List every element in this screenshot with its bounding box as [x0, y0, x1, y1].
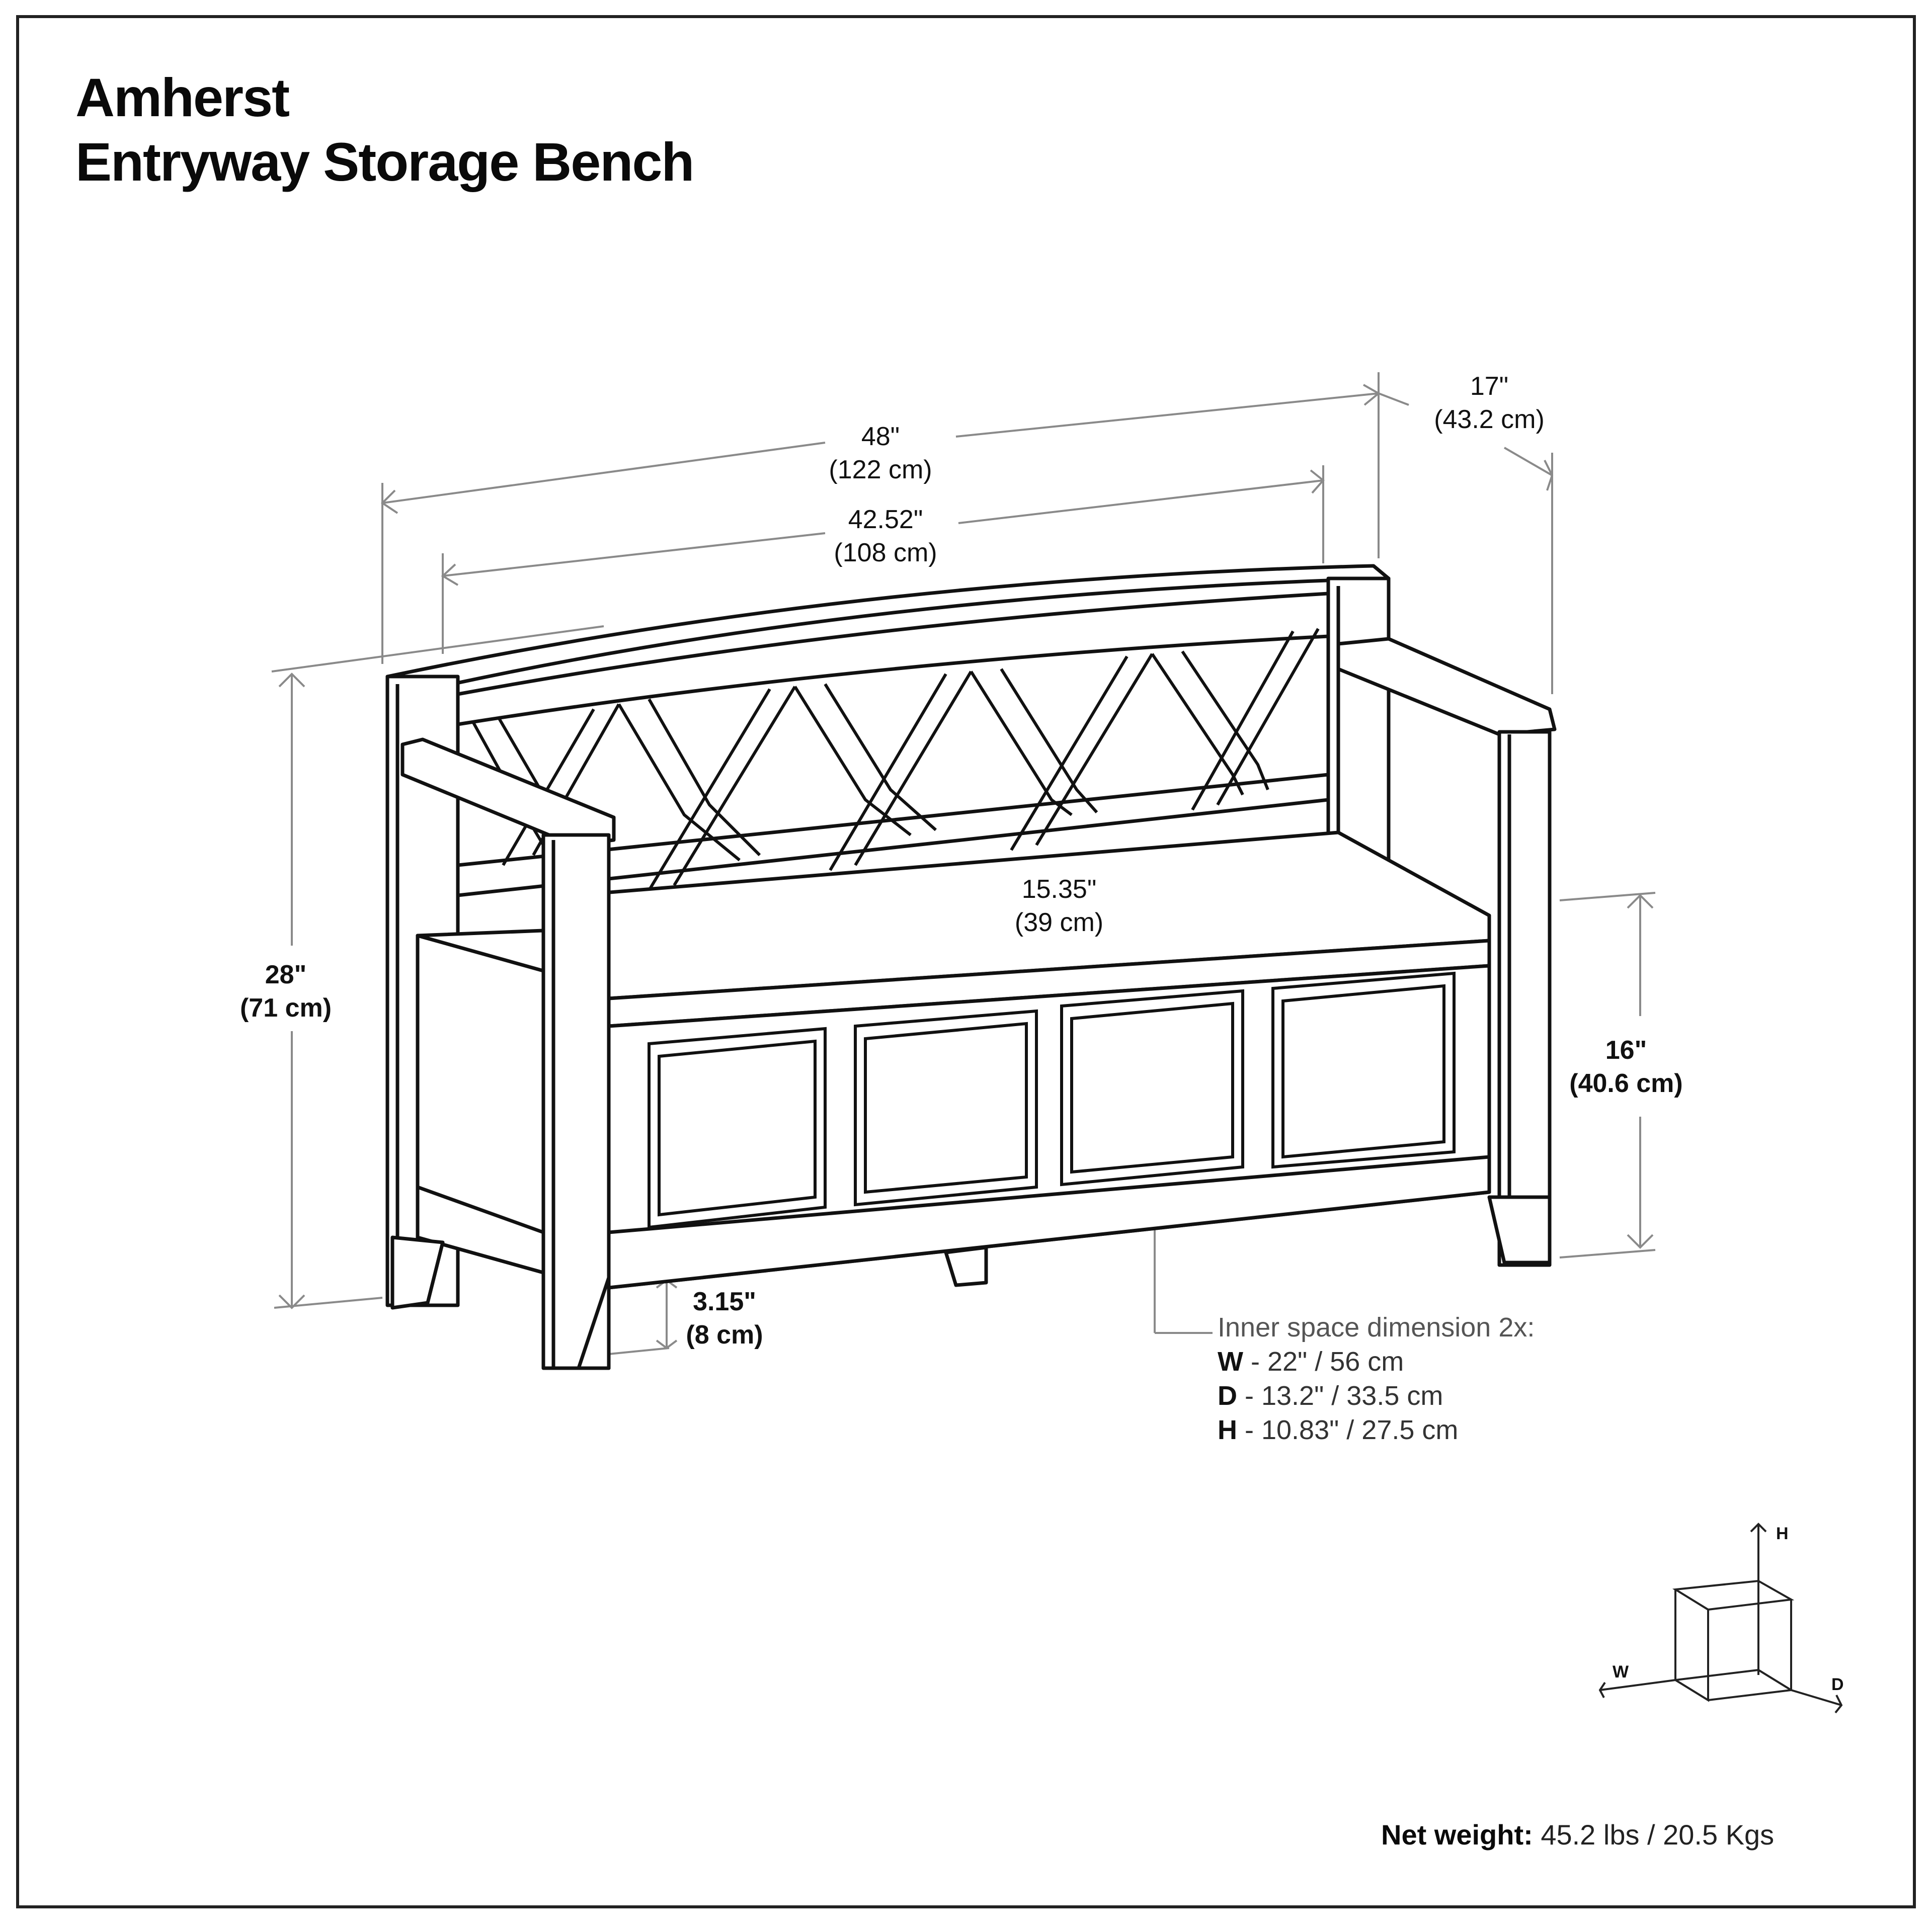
- axis-legend-cube: [1598, 1523, 1843, 1714]
- net-weight-label: Net weight:: [1381, 1819, 1533, 1851]
- lattice-backrest: [471, 628, 1320, 891]
- title-line-1: Amherst: [75, 67, 290, 128]
- product-title: Amherst Entryway Storage Bench: [75, 65, 694, 194]
- inner-space-row-h: H - 10.83" / 27.5 cm: [1218, 1415, 1459, 1445]
- inner-space-row-d: D - 13.2" / 33.5 cm: [1218, 1381, 1443, 1411]
- dim-depth: 17" (43.2 cm): [1434, 372, 1545, 434]
- net-weight-value: 45.2 lbs / 20.5 Kgs: [1533, 1819, 1775, 1851]
- dim-overall-width: 48" (122 cm): [829, 422, 932, 484]
- dim-seat-height: 16" (40.6 cm): [1569, 1036, 1683, 1098]
- inner-space-row-w: W - 22" / 56 cm: [1218, 1347, 1404, 1377]
- dim-inner-width: 42.52" (108 cm): [834, 505, 937, 567]
- net-weight: Net weight: 45.2 lbs / 20.5 Kgs: [1381, 1818, 1774, 1851]
- front-panels: [648, 971, 1456, 1229]
- title-line-2: Entryway Storage Bench: [75, 131, 694, 192]
- axis-label-d: D: [1831, 1675, 1844, 1694]
- bench-body: [390, 637, 1557, 1370]
- dim-overall-height: 28" (71 cm): [239, 960, 332, 1023]
- axis-label-h: H: [1776, 1524, 1789, 1543]
- inner-space-heading: Inner space dimension 2x:: [1218, 1312, 1535, 1343]
- dim-leg-clearance: 3.15" (8 cm): [686, 1287, 763, 1350]
- dim-seat-depth: 15.35" (39 cm): [1014, 875, 1104, 937]
- axis-label-w: W: [1613, 1662, 1629, 1682]
- inner-space-spec: Inner space dimension 2x: W - 22" / 56 c…: [1218, 1310, 1535, 1447]
